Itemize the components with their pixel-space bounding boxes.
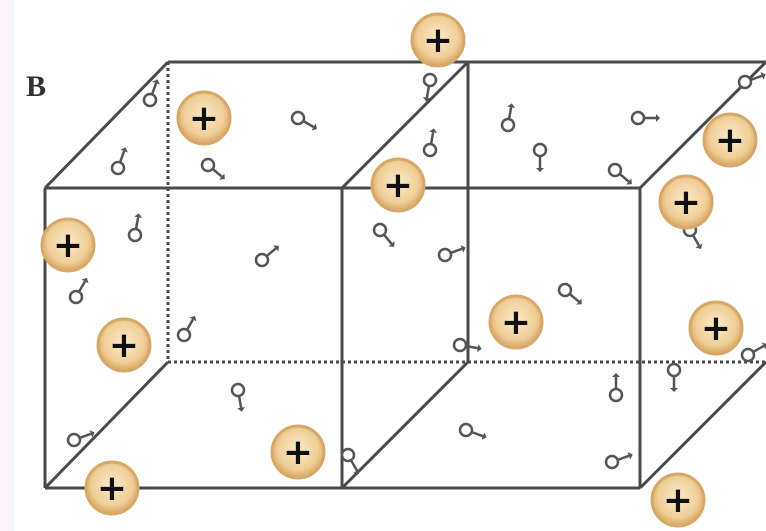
ion-sign: + — [53, 225, 83, 266]
ion-sign: + — [663, 480, 693, 521]
electron — [230, 382, 246, 412]
electron — [500, 103, 516, 133]
positive-ion: + — [96, 317, 152, 373]
electron — [422, 128, 438, 158]
ion-sign: + — [283, 432, 313, 473]
ion-sign: + — [701, 308, 731, 349]
electron — [340, 447, 361, 475]
ion-sign: + — [715, 120, 745, 161]
electron — [422, 72, 438, 102]
electron — [110, 147, 128, 176]
free-electrons — [66, 72, 766, 475]
ion-sign: + — [189, 98, 219, 139]
electron — [142, 79, 160, 108]
lattice-edge — [43, 360, 170, 490]
ion-sign: + — [109, 325, 139, 366]
lattice-edge — [340, 60, 470, 190]
electron — [254, 245, 279, 268]
lattice-edge — [340, 360, 470, 490]
lattice-edge — [43, 60, 170, 190]
electron — [372, 222, 395, 247]
electron — [630, 110, 660, 126]
positive-ion: + — [410, 12, 466, 68]
positive-ion: + — [650, 472, 706, 528]
lattice-svg: + + + + + + + + + + + + — [40, 12, 766, 528]
electron — [608, 373, 624, 403]
ion-sign: + — [383, 165, 413, 206]
electron — [607, 162, 632, 185]
positive-ion: + — [688, 300, 744, 356]
positive-ion: + — [702, 112, 758, 168]
lattice-edges — [43, 60, 766, 490]
electron — [452, 337, 482, 353]
electron — [68, 277, 89, 305]
electron — [666, 362, 682, 392]
ion-sign: + — [97, 468, 127, 509]
lattice-edge — [638, 360, 766, 490]
positive-ion: + — [40, 217, 96, 273]
electron — [437, 245, 466, 263]
electron — [740, 342, 766, 363]
electron — [737, 72, 766, 90]
electron — [176, 315, 197, 343]
electron — [532, 142, 548, 172]
positive-ion: + — [270, 424, 326, 480]
electron — [200, 157, 225, 180]
electron — [290, 110, 318, 131]
positive-ions: + + + + + + + + + + + + — [40, 12, 758, 528]
electron — [604, 452, 633, 470]
positive-ion: + — [370, 157, 426, 213]
panel-label: B — [26, 70, 47, 103]
ion-sign: + — [423, 20, 453, 61]
positive-ion: + — [488, 294, 544, 350]
electron — [557, 282, 582, 305]
positive-ion: + — [658, 174, 714, 230]
positive-ion: + — [176, 90, 232, 146]
electron — [66, 430, 95, 448]
lattice-diagram: B + + + + + + + + + + + + — [14, 0, 766, 531]
electron — [127, 213, 143, 243]
ion-sign: + — [671, 182, 701, 223]
electron — [458, 422, 487, 440]
positive-ion: + — [84, 460, 140, 516]
ion-sign: + — [501, 302, 531, 343]
